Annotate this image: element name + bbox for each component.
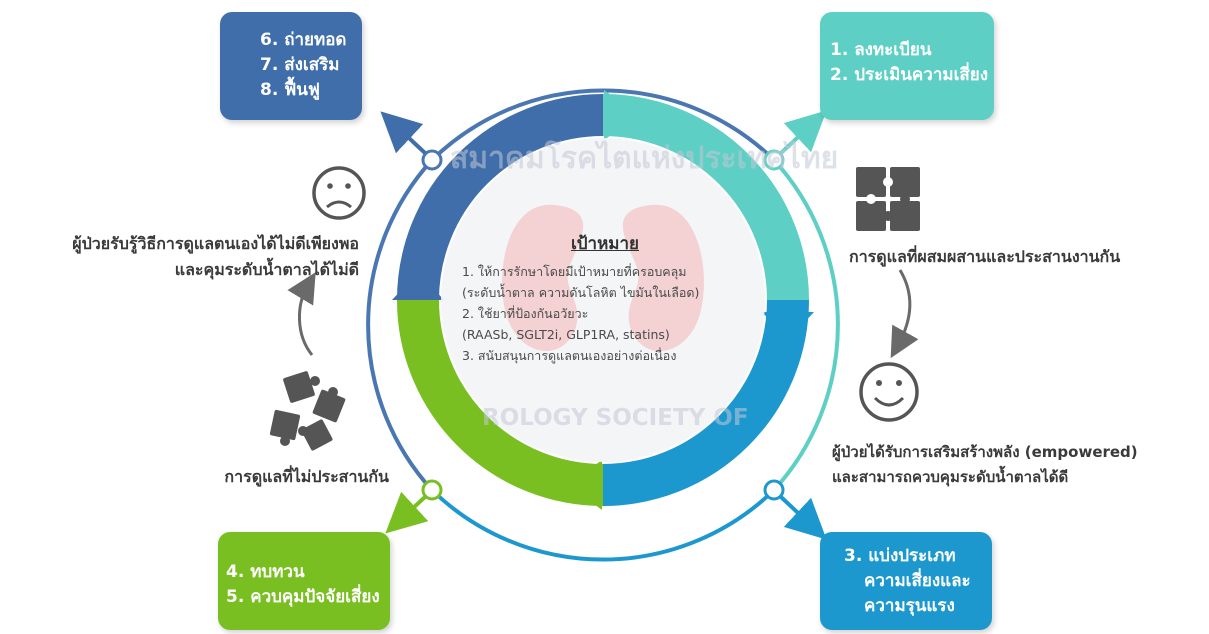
step-box-4-5: 4. ทบทวน 5. ควบคุมปัจจัยเสี่ยง xyxy=(218,532,390,630)
goal-line: 2. ใช้ยาที่ป้องกันอวัยวะ xyxy=(462,306,589,321)
watermark-top: สมาคมโรคไตแห่งประเทศไทย xyxy=(450,141,839,176)
coordinated-care-label: การดูแลที่ผสมผสานและประสานงานกัน xyxy=(849,247,1121,266)
arrow-to-bottom-left-box xyxy=(385,491,429,534)
poor-outcome-label-1: ผู้ป่วยรับรู้วิธีการดูแลตนเองได้ไม่ดีเพี… xyxy=(72,234,359,253)
node-top-right xyxy=(763,149,785,171)
box-line: 1. ลงทะเบียน xyxy=(830,40,932,60)
step-box-1-2: 1. ลงทะเบียน 2. ประเมินความเสี่ยง xyxy=(820,12,994,120)
goal-panel: เป้าหมาย 1. ให้การรักษาโดยมีเป้าหมายที่ค… xyxy=(440,230,770,366)
arc-top-teal xyxy=(602,94,809,301)
box-line: 8. ฟื้นฟู xyxy=(260,80,320,100)
goal-line: (ระดับน้ำตาล ความดันโลหิต ไขมันในเลือด) xyxy=(462,285,700,300)
box-line: ความเสี่ยงและ xyxy=(864,571,971,591)
arrow-to-bottom-right-box xyxy=(779,495,827,540)
outer-ring-left xyxy=(366,158,434,492)
box-line: 5. ควบคุมปัจจัยเสี่ยง xyxy=(226,587,380,607)
step-box-3: 3. แบ่งประเภท ความเสี่ยงและ ความรุนแรง xyxy=(820,532,992,630)
arc-bottom-blue xyxy=(602,299,809,506)
arrow-to-top-left-box xyxy=(380,111,427,155)
good-outcome-label-2: และสามารถควบคุมระดับน้ำตาลได้ดี xyxy=(832,468,1069,486)
arrow-to-top-right-box xyxy=(779,110,827,155)
node-bottom-left xyxy=(421,479,443,501)
watermark-bottom: ROLOGY SOCIETY OF xyxy=(482,405,749,431)
poor-outcome-label-2: และคุมระดับน้ำตาลได้ไม่ดี xyxy=(174,260,359,279)
puzzle-assembled-icon xyxy=(856,167,920,231)
step-box-6-7-8: 6. ถ่ายทอด 7. ส่งเสริม 8. ฟื้นฟู xyxy=(220,12,362,120)
box-line: 6. ถ่ายทอด xyxy=(260,30,347,50)
box-line: ความรุนแรง xyxy=(864,596,955,616)
box-line: 2. ประเมินความเสี่ยง xyxy=(830,65,989,85)
outer-ring-bottom xyxy=(430,488,776,562)
arc-top-dark-blue xyxy=(397,94,604,301)
arrowhead-dark-blue xyxy=(392,272,444,300)
kidney-left-shape xyxy=(502,204,584,352)
goal-line: 1. ให้การรักษาโดยมีเป้าหมายที่ครอบคลุม xyxy=(462,264,687,279)
gray-arrow-right xyxy=(890,269,919,359)
arrowhead-blue xyxy=(762,312,814,340)
box-line: 4. ทบทวน xyxy=(226,562,305,582)
gray-arrow-left xyxy=(287,272,316,356)
goal-line: 3. สนับสนุนการดูแลตนเองอย่างต่อเนื่อง xyxy=(462,348,677,363)
good-outcome-label-1: ผู้ป่วยได้รับการเสริมสร้างพลัง (empowere… xyxy=(832,443,1138,461)
node-top-left xyxy=(421,149,443,171)
arrowhead-teal xyxy=(604,90,640,140)
outer-ring-right xyxy=(772,158,840,492)
arc-bottom-green xyxy=(397,299,604,506)
box-line: 7. ส่งเสริม xyxy=(260,55,340,75)
goal-heading: เป้าหมาย xyxy=(570,234,640,254)
sad-face-icon xyxy=(312,166,366,220)
box-line: 3. แบ่งประเภท xyxy=(844,546,956,566)
node-bottom-right xyxy=(763,479,785,501)
kidney-right-shape xyxy=(622,204,704,352)
arrowhead-green xyxy=(568,460,602,510)
uncoordinated-care-label: การดูแลที่ไม่ประสานกัน xyxy=(224,467,389,486)
smiley-face-icon xyxy=(859,362,919,422)
puzzle-scattered-icon xyxy=(269,371,346,451)
goal-line: (RAASb, SGLT2i, GLP1RA, statins) xyxy=(462,327,670,342)
outer-ring-top xyxy=(430,88,776,162)
